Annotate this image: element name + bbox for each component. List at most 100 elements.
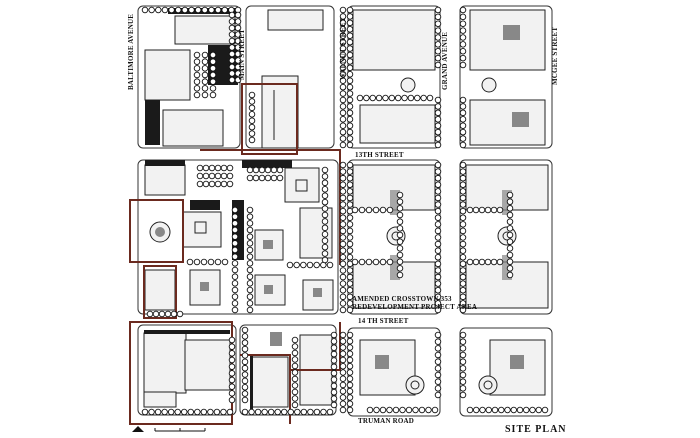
tree: [261, 408, 268, 416]
tree: [386, 258, 394, 266]
tree: [434, 260, 442, 268]
tree: [207, 258, 215, 266]
tree: [291, 388, 299, 396]
tree: [339, 96, 347, 104]
tree: [434, 34, 442, 41]
tree: [339, 32, 347, 39]
tree: [379, 406, 387, 414]
tree: [231, 293, 239, 300]
tree: [420, 94, 427, 102]
tree: [234, 50, 242, 58]
tree: [330, 395, 338, 402]
tree: [506, 191, 514, 199]
tree: [484, 206, 492, 214]
tree: [202, 164, 210, 172]
tree: [346, 128, 354, 136]
tree: [193, 51, 201, 59]
tree: [506, 205, 514, 212]
tree: [386, 206, 394, 214]
tree: [396, 211, 404, 219]
tree: [434, 365, 442, 372]
tree: [326, 261, 334, 269]
tree: [228, 356, 236, 364]
tree: [291, 369, 299, 376]
tree: [506, 245, 514, 252]
tree: [459, 227, 467, 235]
label-13th-street: 13TH STREET: [355, 151, 404, 159]
tree: [506, 251, 514, 259]
tree: [358, 258, 366, 266]
tree: [220, 172, 228, 180]
tree: [174, 408, 181, 416]
tree: [209, 65, 217, 72]
tree: [201, 58, 209, 65]
tree: [181, 6, 189, 14]
tree: [392, 406, 400, 414]
tree: [459, 174, 467, 182]
tree: [339, 51, 347, 59]
tree: [291, 382, 299, 389]
tree: [346, 267, 354, 274]
tree: [459, 41, 467, 48]
tree: [459, 234, 467, 241]
tree: [459, 273, 467, 281]
tree: [339, 13, 347, 20]
tree: [170, 310, 178, 318]
tree: [346, 214, 354, 221]
tree: [321, 205, 329, 212]
tree: [231, 233, 239, 240]
tree: [358, 206, 366, 214]
tree: [459, 207, 467, 215]
tree: [339, 77, 347, 84]
tree: [330, 369, 338, 377]
tree: [339, 227, 347, 235]
tree: [306, 261, 314, 269]
tree: [321, 179, 329, 187]
tree: [339, 122, 347, 129]
tree: [346, 83, 354, 91]
tree: [291, 401, 299, 409]
tree: [339, 168, 347, 175]
tree: [434, 181, 442, 189]
tree: [286, 261, 294, 269]
tree: [425, 406, 432, 414]
tree: [208, 180, 216, 188]
tree: [339, 128, 347, 136]
tree: [346, 221, 354, 228]
tree: [241, 390, 249, 397]
tree: [396, 238, 404, 245]
tree: [434, 247, 442, 254]
tree: [248, 98, 256, 105]
tree: [372, 206, 380, 214]
tree: [231, 206, 239, 214]
tree: [472, 206, 480, 214]
tree: [346, 286, 354, 294]
tree: [194, 6, 202, 14]
tree: [321, 237, 329, 244]
tree: [141, 408, 149, 416]
tree: [459, 300, 467, 307]
tree: [193, 258, 201, 266]
tree: [506, 198, 514, 205]
label-main-street: MAIN STREET: [238, 29, 246, 80]
tree: [339, 214, 347, 221]
tree: [339, 286, 347, 294]
tree: [478, 206, 486, 214]
tree: [459, 351, 467, 359]
tree: [346, 344, 354, 351]
tree: [146, 310, 154, 318]
tree: [231, 240, 239, 247]
tree: [339, 260, 347, 268]
tree: [246, 166, 254, 174]
buildings: [143, 8, 549, 409]
tree: [459, 20, 467, 28]
tree: [434, 345, 442, 352]
tree: [148, 408, 155, 416]
tree: [459, 61, 467, 69]
tree: [228, 343, 236, 350]
tree: [155, 6, 162, 14]
tree: [254, 408, 262, 416]
tree: [346, 96, 354, 104]
tree: [241, 377, 249, 385]
tree: [231, 253, 239, 260]
